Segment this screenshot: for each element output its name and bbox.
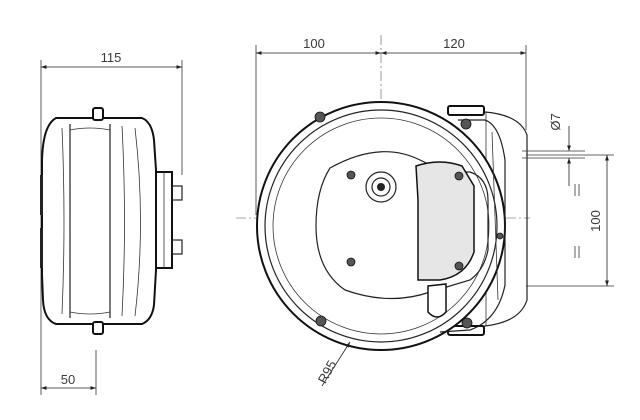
symmetry-marks: [574, 184, 580, 258]
side-body-outline: [41, 117, 157, 325]
front-left-label: 100: [303, 36, 325, 51]
inner-plate: [315, 151, 489, 300]
screw: [314, 111, 326, 123]
screw: [346, 170, 356, 180]
screw: [496, 232, 504, 240]
hose-guide-arm: [439, 119, 506, 333]
screw: [454, 261, 464, 271]
mount-spacing-label: 100: [588, 210, 603, 232]
radius-label: R95: [315, 358, 339, 386]
front-view: 100 120 Ø7 100 R95: [236, 35, 614, 387]
front-right-label: 120: [443, 36, 465, 51]
screw: [454, 171, 464, 181]
screw: [346, 257, 356, 267]
swivel-cover: [415, 161, 475, 281]
side-width-label: 115: [101, 50, 122, 65]
mounting-bracket: [448, 111, 528, 327]
hub-center: [377, 183, 385, 191]
screw: [461, 317, 473, 329]
radius-leader: [321, 341, 351, 387]
hole-diameter-label: Ø7: [548, 113, 563, 130]
side-offset-label: 50: [61, 372, 75, 387]
screw: [460, 118, 472, 130]
screw: [315, 315, 327, 327]
side-view: 115 50: [40, 50, 183, 395]
